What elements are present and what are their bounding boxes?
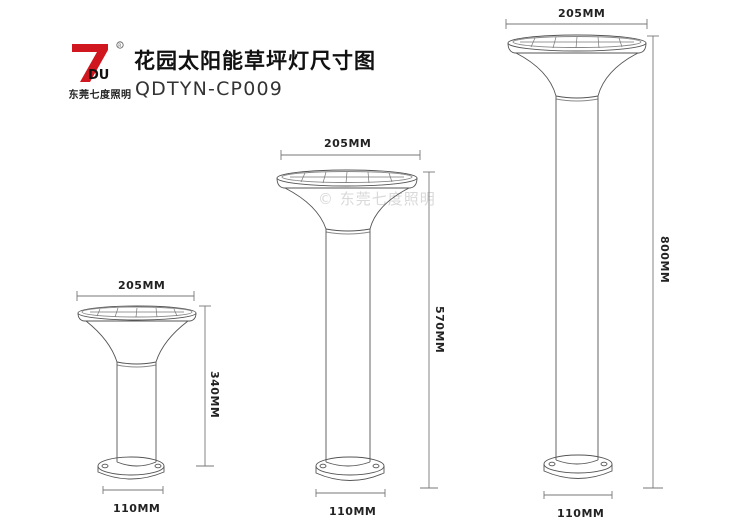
lamp-tall-height: 800MM: [658, 236, 671, 284]
page-title: 花园太阳能草坪灯尺寸图: [134, 49, 376, 73]
lamp-small-drawing: [76, 291, 214, 494]
lamp-medium-base-diameter: 110MM: [329, 505, 377, 518]
lamp-medium-head-diameter: 205MM: [324, 137, 372, 150]
logo-seven-mark-icon: R: [72, 41, 124, 82]
lamp-tall-head-diameter: 205MM: [558, 7, 606, 20]
lamp-medium-drawing: [276, 150, 438, 497]
brand-logo: R DU: [68, 40, 128, 102]
lamp-small-height: 340MM: [208, 371, 221, 419]
logo-du-text: DU: [88, 68, 110, 83]
lamp-tall-base-diameter: 110MM: [557, 507, 605, 520]
svg-text:R: R: [118, 43, 121, 49]
lamp-tall-drawing: [505, 19, 663, 499]
lamp-small-head-diameter: 205MM: [118, 279, 166, 292]
company-name: 东莞七度照明: [68, 90, 132, 101]
watermark: © 东莞七度照明: [318, 190, 436, 208]
lamp-medium-height: 570MM: [433, 306, 446, 354]
lamp-small-base-diameter: 110MM: [113, 502, 161, 515]
model-number: QDTYN-CP009: [135, 78, 284, 100]
